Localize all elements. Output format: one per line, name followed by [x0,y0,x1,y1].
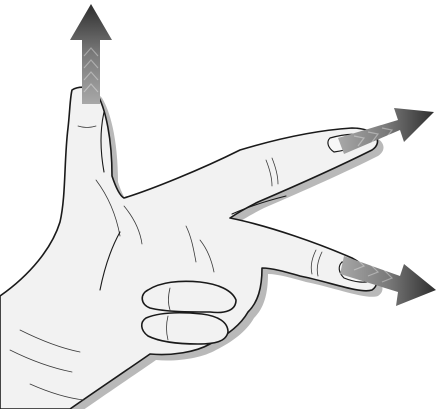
little-finger [142,313,228,344]
hand [0,87,378,409]
hand-outline [0,87,378,409]
